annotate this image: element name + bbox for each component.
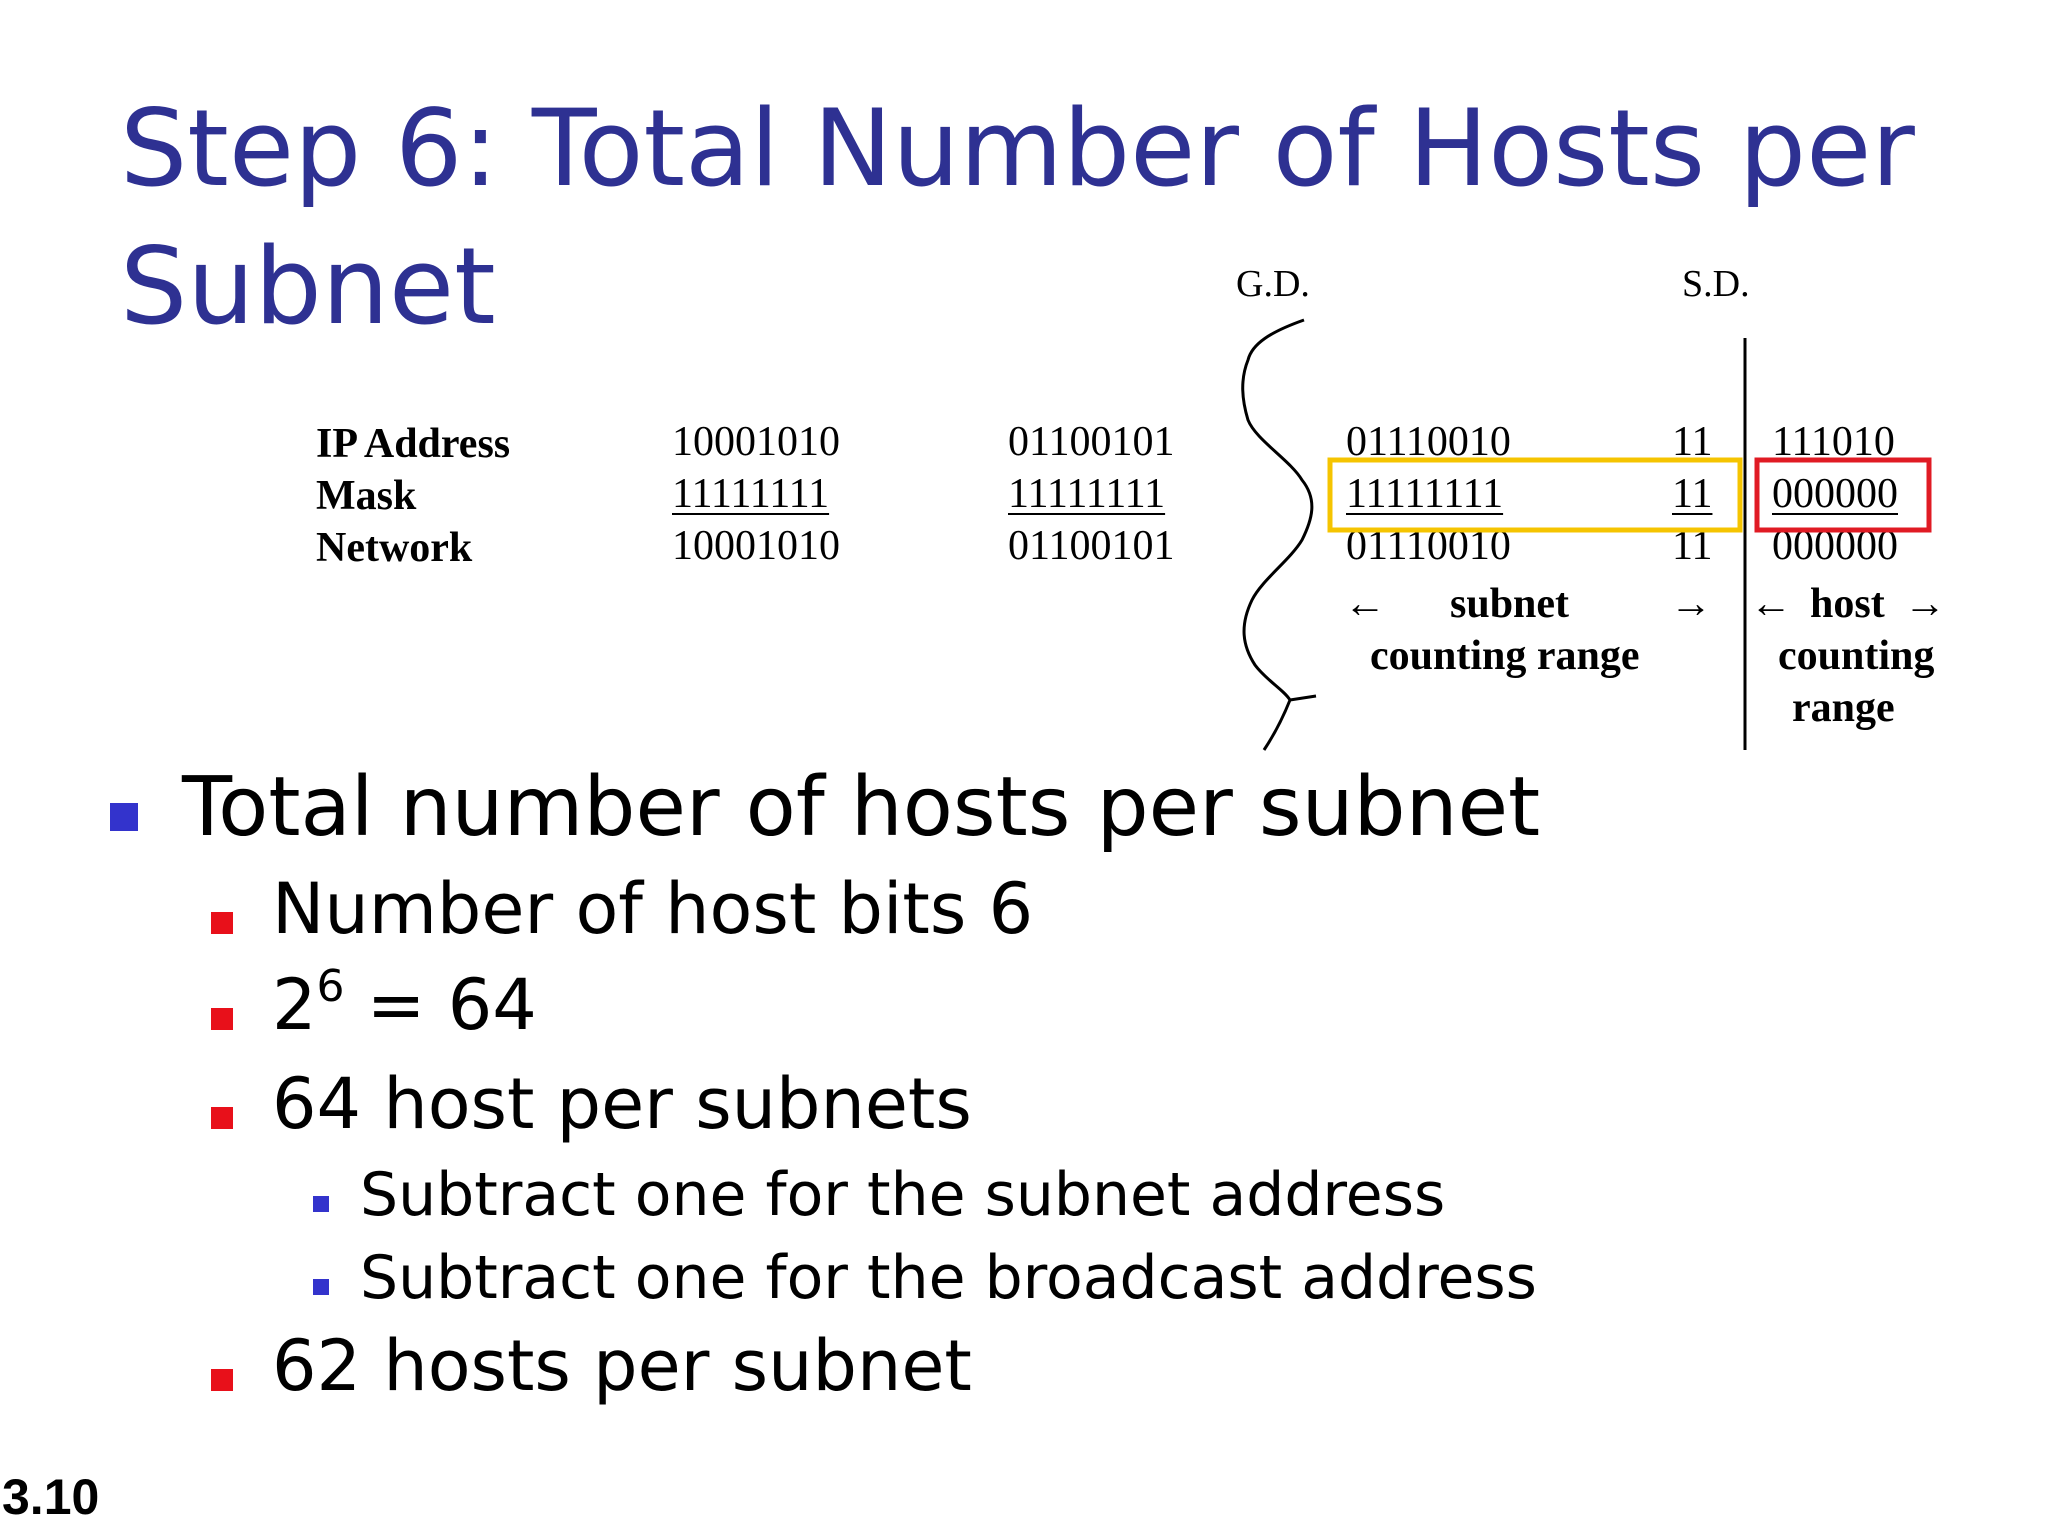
bullet-host-bits: Number of host bits 6 [272,868,1034,950]
bullet-final-result: 62 hosts per subnet [272,1325,972,1407]
row-label-network: Network [316,525,473,571]
mask-octet-4-host-bits: 000000 [1772,471,1898,517]
mask-octet-3: 11111111 [1346,471,1504,517]
subnet-range-caption: counting range [1370,633,1640,679]
bullet-level1: Total number of hosts per subnet [182,760,1541,855]
host-range-left-arrow: ← [1750,581,1792,627]
row-label-ip-address: IP Address [316,421,511,467]
mask-octet-1: 11111111 [672,471,830,517]
bullet-power-formula: 26 = 64 [272,964,537,1046]
bullet-square-icon [211,1369,233,1391]
bullet-square-icon [211,1008,233,1030]
row-label-mask: Mask [316,473,417,519]
host-range-label: host [1810,581,1885,627]
sd-label: S.D. [1682,263,1750,305]
formula-base: 2 [272,964,317,1046]
subnet-range-left-arrow: ← [1344,581,1386,627]
bullet-square-icon [110,803,138,831]
mask-octet-4-subnet-bits: 11 [1672,471,1713,517]
bullet-square-icon [211,1107,233,1129]
ip-octet-2: 01100101 [1008,419,1175,465]
bullet-hosts-per-subnet: 64 host per subnets [272,1063,972,1145]
host-range-caption-1: counting [1778,633,1935,679]
ip-octet-4-subnet-bits: 11 [1672,419,1713,465]
mask-octet-2: 11111111 [1008,471,1166,517]
bullet-square-icon [211,912,233,934]
subnet-mask-highlight-box [1327,457,1743,533]
bullet-square-icon [313,1279,329,1295]
host-range-right-arrow: → [1904,581,1946,627]
gd-boundary-wave [1241,318,1317,751]
bullet-square-icon [313,1196,329,1212]
slide-title: Step 6: Total Number of Hosts per Subnet [120,87,1915,348]
host-mask-highlight-box [1754,457,1932,533]
ip-octet-3: 01110010 [1346,419,1511,465]
page-number: 3.10 [2,1469,100,1525]
formula-result: = 64 [344,964,537,1046]
gd-label: G.D. [1236,263,1310,305]
bullet-subtract-subnet: Subtract one for the subnet address [360,1160,1446,1230]
ip-octet-4-host-bits: 111010 [1772,419,1895,465]
host-range-caption-2: range [1792,685,1895,731]
network-octet-1: 10001010 [672,523,840,569]
formula-exponent: 6 [316,961,345,1012]
bullet-subtract-broadcast: Subtract one for the broadcast address [360,1243,1537,1313]
network-octet-2: 01100101 [1008,523,1175,569]
ip-octet-1: 10001010 [672,419,840,465]
subnet-range-label: subnet [1450,581,1570,627]
subnet-range-right-arrow: → [1670,581,1712,627]
